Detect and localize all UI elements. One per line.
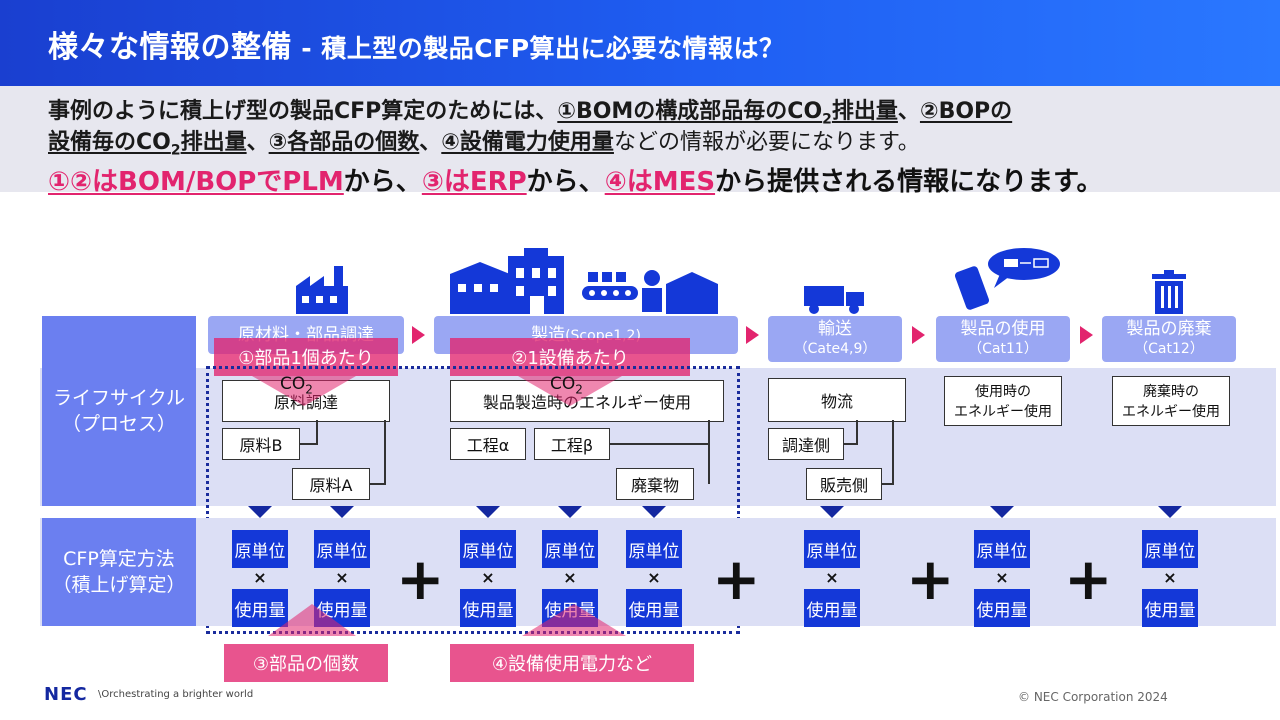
down-arrow [642,506,666,518]
calc-times: × [563,568,577,587]
description-box [0,86,1280,192]
connector-line [880,483,894,485]
calc-column: 原単位 × 使用量 [626,530,682,627]
box-process-alpha: 工程α [450,428,526,460]
description-line-1: 事例のように積上げ型の製品CFP算定のためには、①BOMの構成部品毎のCO2排出… [48,99,1013,128]
connector-line [368,483,386,485]
callout-arrow-up [268,604,356,636]
stage-arrow [912,326,925,344]
plus-sign: + [396,545,445,613]
calc-usage: 使用量 [626,589,682,627]
calc-times: × [995,568,1009,587]
title-main: 様々な情報の整備 [48,30,292,65]
calc-column: 原単位 × 使用量 [974,530,1030,627]
calc-column: 原単位 × 使用量 [460,530,516,627]
callout-arrow [252,376,356,406]
callout-per-part: ①部品1個あたり [214,338,398,376]
stage-arrow [412,326,425,344]
phone-battery-icon [955,248,1060,310]
manufacturing-plant-icon [450,248,564,314]
box-process-beta: 工程β [534,428,610,460]
box-material-b: 原料B [222,428,300,460]
connector-line [298,443,318,445]
calc-unit: 原単位 [626,530,682,568]
plus-sign: + [906,545,955,613]
desc-text: 事例のように積上げ型の製品CFP算定のためには、 [48,99,558,124]
plus-sign: + [712,545,761,613]
calc-usage: 使用量 [460,589,516,627]
calc-unit: 原単位 [232,530,288,568]
cfp-label: CFP算定方法（積上げ算定） [42,518,196,626]
callout-arrow-up [522,604,626,636]
conveyor-worker-icon [582,270,718,314]
tagline: \Orchestrating a brighter world [98,689,254,700]
callout-co2: CO2 [280,374,313,397]
calc-times: × [647,568,661,587]
down-arrow [248,506,272,518]
down-arrow [990,506,1014,518]
stage-use: 製品の使用（Cat11） [936,316,1070,362]
calc-times: × [481,568,495,587]
calc-usage: 使用量 [804,589,860,627]
down-arrow [558,506,582,518]
dashed-outline [206,366,740,634]
calc-unit: 原単位 [974,530,1030,568]
down-arrow [1158,506,1182,518]
lifecycle-label: ライフサイクル（プロセス） [42,316,196,506]
callout-part-count: ③部品の個数 [224,644,388,682]
down-arrow [820,506,844,518]
callout-arrow [518,376,622,406]
factory-icon [296,266,348,314]
calc-column: 原単位 × 使用量 [804,530,860,627]
box-waste: 廃棄物 [616,468,694,500]
connector-line [608,443,710,445]
plus-sign: + [1064,545,1113,613]
calc-unit: 原単位 [542,530,598,568]
stage-transport: 輸送（Cate4,9） [768,316,902,362]
down-arrow [330,506,354,518]
connector-line [842,443,858,445]
box-material-a: 原料A [292,468,370,500]
connector-line [384,420,386,484]
description-line-2: 設備毎のCO2排出量、③各部品の個数、④設備電力使用量などの情報が必要になります… [48,130,920,159]
calc-unit: 原単位 [1142,530,1198,568]
stage-arrow [1080,326,1093,344]
desc-underlined: 設備毎のCO2排出量 [48,130,247,159]
box-disposal-energy: 廃棄時のエネルギー使用 [1112,376,1230,426]
connector-line [856,420,858,444]
copyright: © NEC Corporation 2024 [1018,690,1168,704]
box-logistics: 物流 [768,378,906,422]
calc-times: × [1163,568,1177,587]
calc-times: × [253,568,267,587]
calc-unit: 原単位 [460,530,516,568]
page-title: 様々な情報の整備 - 積上型の製品CFP算出に必要な情報は？ [48,22,785,66]
stage-arrow [746,326,759,344]
box-use-energy: 使用時のエネルギー使用 [944,376,1062,426]
title-bar [0,0,1280,86]
truck-icon [804,286,864,314]
callout-per-equipment: ②1設備あたり [450,338,690,376]
desc-underlined: ①BOMの構成部品毎のCO2排出量 [557,99,898,128]
stage-disposal: 製品の廃棄（Cat12） [1102,316,1236,362]
calc-unit: 原単位 [314,530,370,568]
calc-usage: 使用量 [1142,589,1198,627]
title-sub: - 積上型の製品CFP算出に必要な情報は？ [292,34,785,63]
desc-underlined: ②BOPの [919,99,1013,124]
box-proc-side: 調達側 [768,428,844,460]
trash-can-icon [1152,270,1186,314]
connector-line [892,420,894,484]
nec-logo: NEC [44,684,88,705]
callout-co2: CO2 [550,374,583,397]
connector-line [708,420,710,484]
calc-times: × [825,568,839,587]
calc-column: 原単位 × 使用量 [1142,530,1198,627]
calc-unit: 原単位 [804,530,860,568]
callout-equipment-power: ④設備使用電力など [450,644,694,682]
calc-times: × [335,568,349,587]
calc-usage: 使用量 [974,589,1030,627]
description-line-3: ①②はBOM/BOPでPLMから、③はERPから、④はMESから提供される情報に… [48,167,1103,197]
box-sales-side: 販売側 [806,468,882,500]
connector-line [316,420,318,444]
down-arrow [476,506,500,518]
